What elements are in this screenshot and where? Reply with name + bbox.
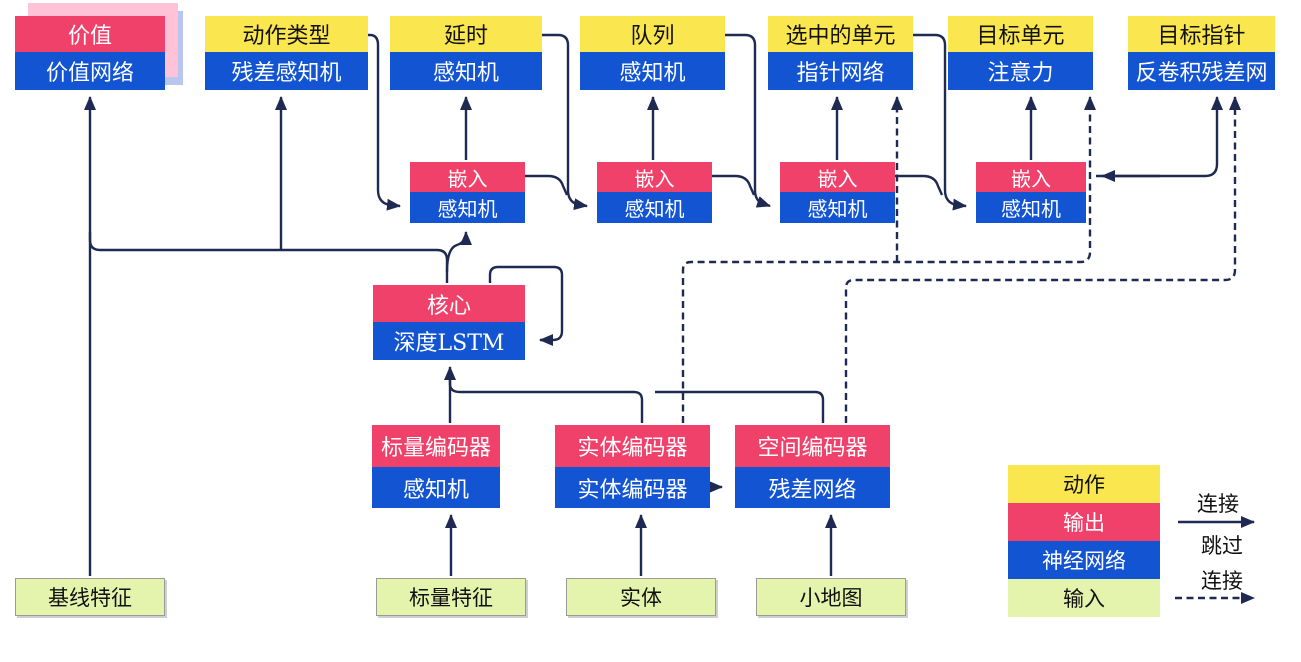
target-unit-label: 目标单元 [948, 16, 1093, 52]
selected-units-label: 选中的单元 [768, 16, 913, 52]
target-point-label: 目标指针 [1128, 16, 1275, 52]
skip-spatial-to-deconv [844, 96, 1241, 423]
legend-network-label: 神经网络 [1008, 541, 1160, 579]
edge-queue-to-embed3 [725, 33, 771, 208]
embed3-network-label: 感知机 [780, 192, 895, 223]
legend-skip-label-line2: 连接 [1201, 569, 1243, 593]
embed1-network-label: 感知机 [410, 192, 525, 223]
edge-core-trunk [88, 232, 449, 283]
entity-encoder-label: 实体编码器 [555, 425, 710, 467]
edge-embed2-merge [712, 174, 756, 196]
embed2-label: 嵌入 [597, 162, 712, 192]
embed2-network-label: 感知机 [597, 192, 712, 223]
input-entities: 实体 [566, 578, 716, 616]
selected-units-network-label: 指针网络 [768, 52, 913, 90]
input-scalar-features: 标量特征 [376, 578, 526, 616]
target-point-network-label: 反卷积残差网 [1128, 52, 1275, 90]
queue-network-label: 感知机 [580, 52, 725, 90]
edge-actiontype-to-embed1 [368, 33, 401, 211]
node-selected-units: 选中的单元 指针网络 [768, 16, 913, 90]
core-network-label: 深度LSTM [373, 322, 525, 360]
embed1-label: 嵌入 [410, 162, 525, 192]
node-entity-encoder: 实体编码器 实体编码器 [555, 425, 710, 508]
node-value: 价值 价值网络 [15, 16, 165, 90]
input-baseline-features: 基线特征 [15, 578, 165, 616]
edge-selected-to-embed4 [913, 33, 967, 211]
input-minimap: 小地图 [756, 578, 906, 616]
node-spatial-encoder: 空间编码器 残差网络 [735, 425, 890, 508]
core-label: 核心 [373, 285, 525, 322]
legend-skip-label-line1: 跳过 [1201, 534, 1243, 558]
node-delay: 延时 感知机 [390, 16, 542, 90]
delay-network-label: 感知机 [390, 52, 542, 90]
value-network-label: 价值网络 [15, 52, 165, 90]
action-type-label: 动作类型 [205, 16, 368, 52]
legend-color-key: 动作 输出 神经网络 输入 [1008, 465, 1160, 617]
node-core: 核心 深度LSTM [373, 285, 525, 360]
node-embed-3: 嵌入 感知机 [780, 162, 895, 223]
edge-core-to-embed1 [445, 231, 472, 273]
legend-action-label: 动作 [1008, 465, 1160, 503]
scalar-encoder-label: 标量编码器 [372, 425, 500, 467]
embed4-label: 嵌入 [976, 162, 1086, 192]
node-action-type: 动作类型 残差感知机 [205, 16, 368, 90]
node-embed-4: 嵌入 感知机 [976, 162, 1086, 223]
node-embed-2: 嵌入 感知机 [597, 162, 712, 223]
node-scalar-encoder: 标量编码器 感知机 [372, 425, 500, 508]
spatial-encoder-network-label: 残差网络 [735, 467, 890, 508]
edge-entityenc-merge [448, 378, 644, 423]
legend-output-label: 输出 [1008, 503, 1160, 541]
node-target-point: 目标指针 反卷积残差网 [1128, 16, 1275, 90]
action-type-network-label: 残差感知机 [205, 52, 368, 90]
spatial-encoder-label: 空间编码器 [735, 425, 890, 467]
edge-embed1-merge [525, 174, 569, 196]
embed4-network-label: 感知机 [976, 192, 1086, 223]
legend-input-label: 输入 [1008, 579, 1160, 617]
delay-label: 延时 [390, 16, 542, 52]
edge-spatialenc-merge [655, 390, 825, 423]
queue-label: 队列 [580, 16, 725, 52]
edge-embed3-merge [895, 174, 944, 196]
entity-encoder-network-label: 实体编码器 [555, 467, 710, 508]
node-queue: 队列 感知机 [580, 16, 725, 90]
embed3-label: 嵌入 [780, 162, 895, 192]
node-embed-1: 嵌入 感知机 [410, 162, 525, 223]
legend-solid-label: 连接 [1197, 492, 1239, 516]
target-unit-network-label: 注意力 [948, 52, 1093, 90]
edge-delay-to-embed2 [542, 33, 588, 211]
scalar-encoder-network-label: 感知机 [372, 467, 500, 508]
edge-embed4-to-targetpoint [1096, 96, 1223, 178]
value-head-label: 价值 [15, 16, 165, 52]
skip-entity-to-attention [681, 96, 1096, 423]
edge-core-self-loop [488, 265, 564, 346]
node-target-unit: 目标单元 注意力 [948, 16, 1093, 90]
